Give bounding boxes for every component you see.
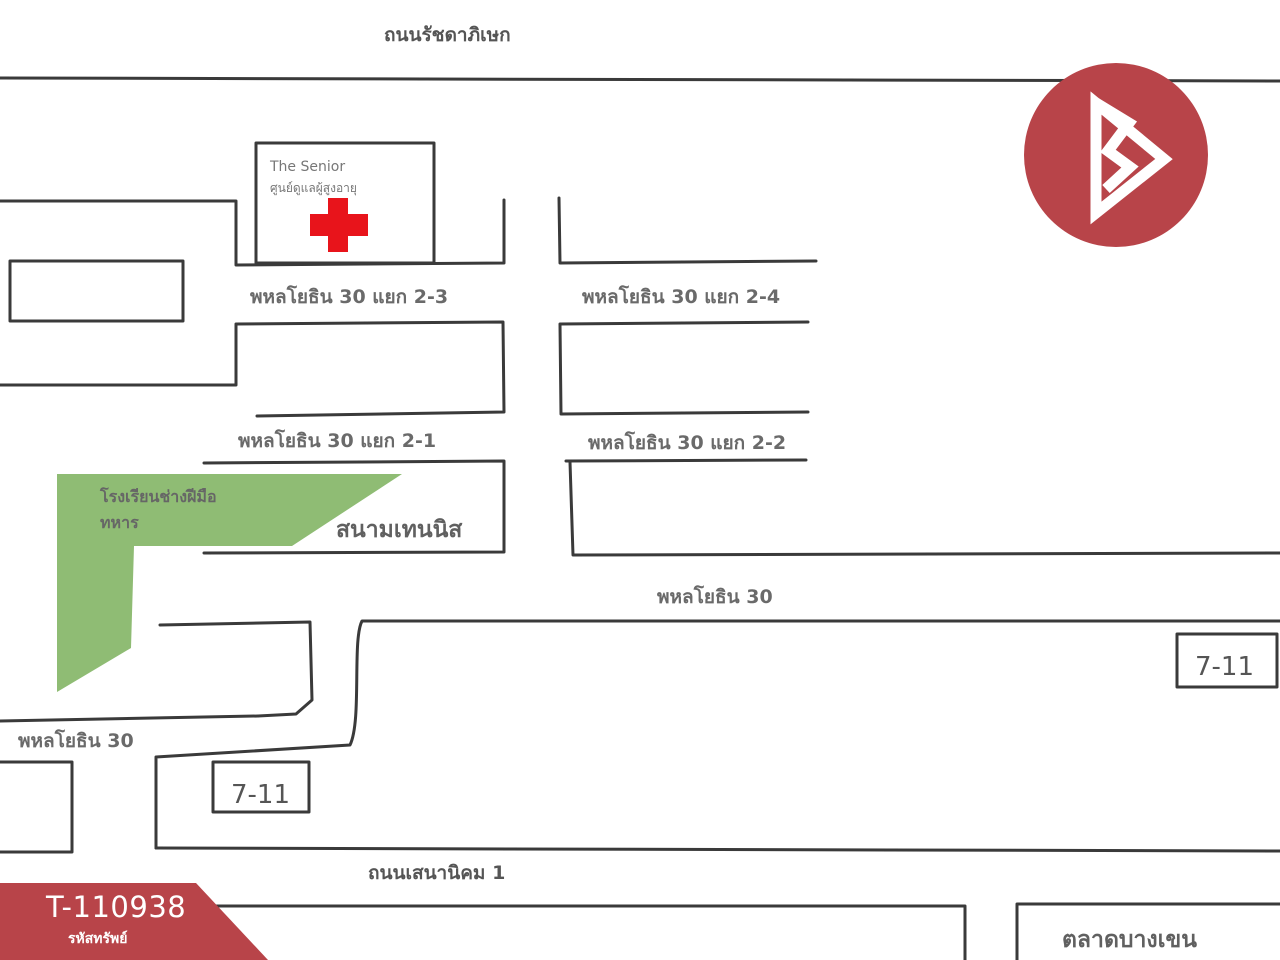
property-code-badge (0, 883, 268, 960)
block-top-right (557, 196, 818, 265)
block-market (1015, 902, 1280, 960)
property-code-caption: รหัสทรัพย์ (68, 931, 128, 947)
senior-center-subtitle: ศูนย์ดูแลผู้สูงอายุ (270, 181, 357, 195)
block-mid-left (0, 320, 506, 418)
soi-30-left-label: พหลโยธิน 30 (18, 730, 134, 752)
soi-30-curve (0, 714, 260, 723)
block-small-left (8, 259, 185, 323)
bottom-road-label: ถนนเสนานิคม 1 (368, 862, 506, 884)
senior-center-box (254, 141, 436, 265)
tennis-court-label: สนามเทนนิส (336, 517, 463, 543)
red-cross-icon (310, 198, 368, 252)
top-road-label: ถนนรัชดาภิเษก (384, 24, 511, 46)
soi-30-upper (158, 620, 314, 718)
soi-2-1-label: พหลโยธิน 30 แยก 2-1 (238, 430, 437, 452)
seven-eleven-left-label: 7-11 (231, 780, 291, 810)
block-bottom-mid (198, 904, 967, 960)
block-top-left (0, 198, 506, 267)
bottom-road-line (154, 846, 1280, 853)
property-code: T-110938 (46, 890, 187, 924)
school-label-line1: โรงเรียนช่างฝีมือ (100, 487, 217, 506)
seven-eleven-left-box (211, 760, 311, 814)
soi-2-4-label: พหลโยธิน 30 แยก 2-4 (582, 286, 781, 308)
market-label: ตลาดบางเขน (1062, 927, 1197, 953)
school-area (57, 474, 402, 692)
block-tennis (202, 459, 506, 555)
soi-2-2-label: พหลโยธิน 30 แยก 2-2 (588, 432, 787, 454)
block-bottom-left (0, 760, 74, 854)
senior-center-name: The Senior (270, 159, 346, 175)
soi-30-right (154, 619, 1280, 850)
soi-2-3-label: พหลโยธิน 30 แยก 2-3 (250, 286, 449, 308)
block-lower-right-2 (568, 460, 1280, 557)
block-mid-right (558, 320, 810, 416)
soi-30-main-label: พหลโยธิน 30 (657, 586, 773, 608)
block-lower-right (564, 458, 808, 463)
seven-eleven-right-box (1175, 632, 1279, 689)
school-label-line2: ทหาร (100, 513, 139, 532)
brand-logo-icon (1024, 63, 1208, 247)
seven-eleven-right-label: 7-11 (1195, 652, 1255, 682)
